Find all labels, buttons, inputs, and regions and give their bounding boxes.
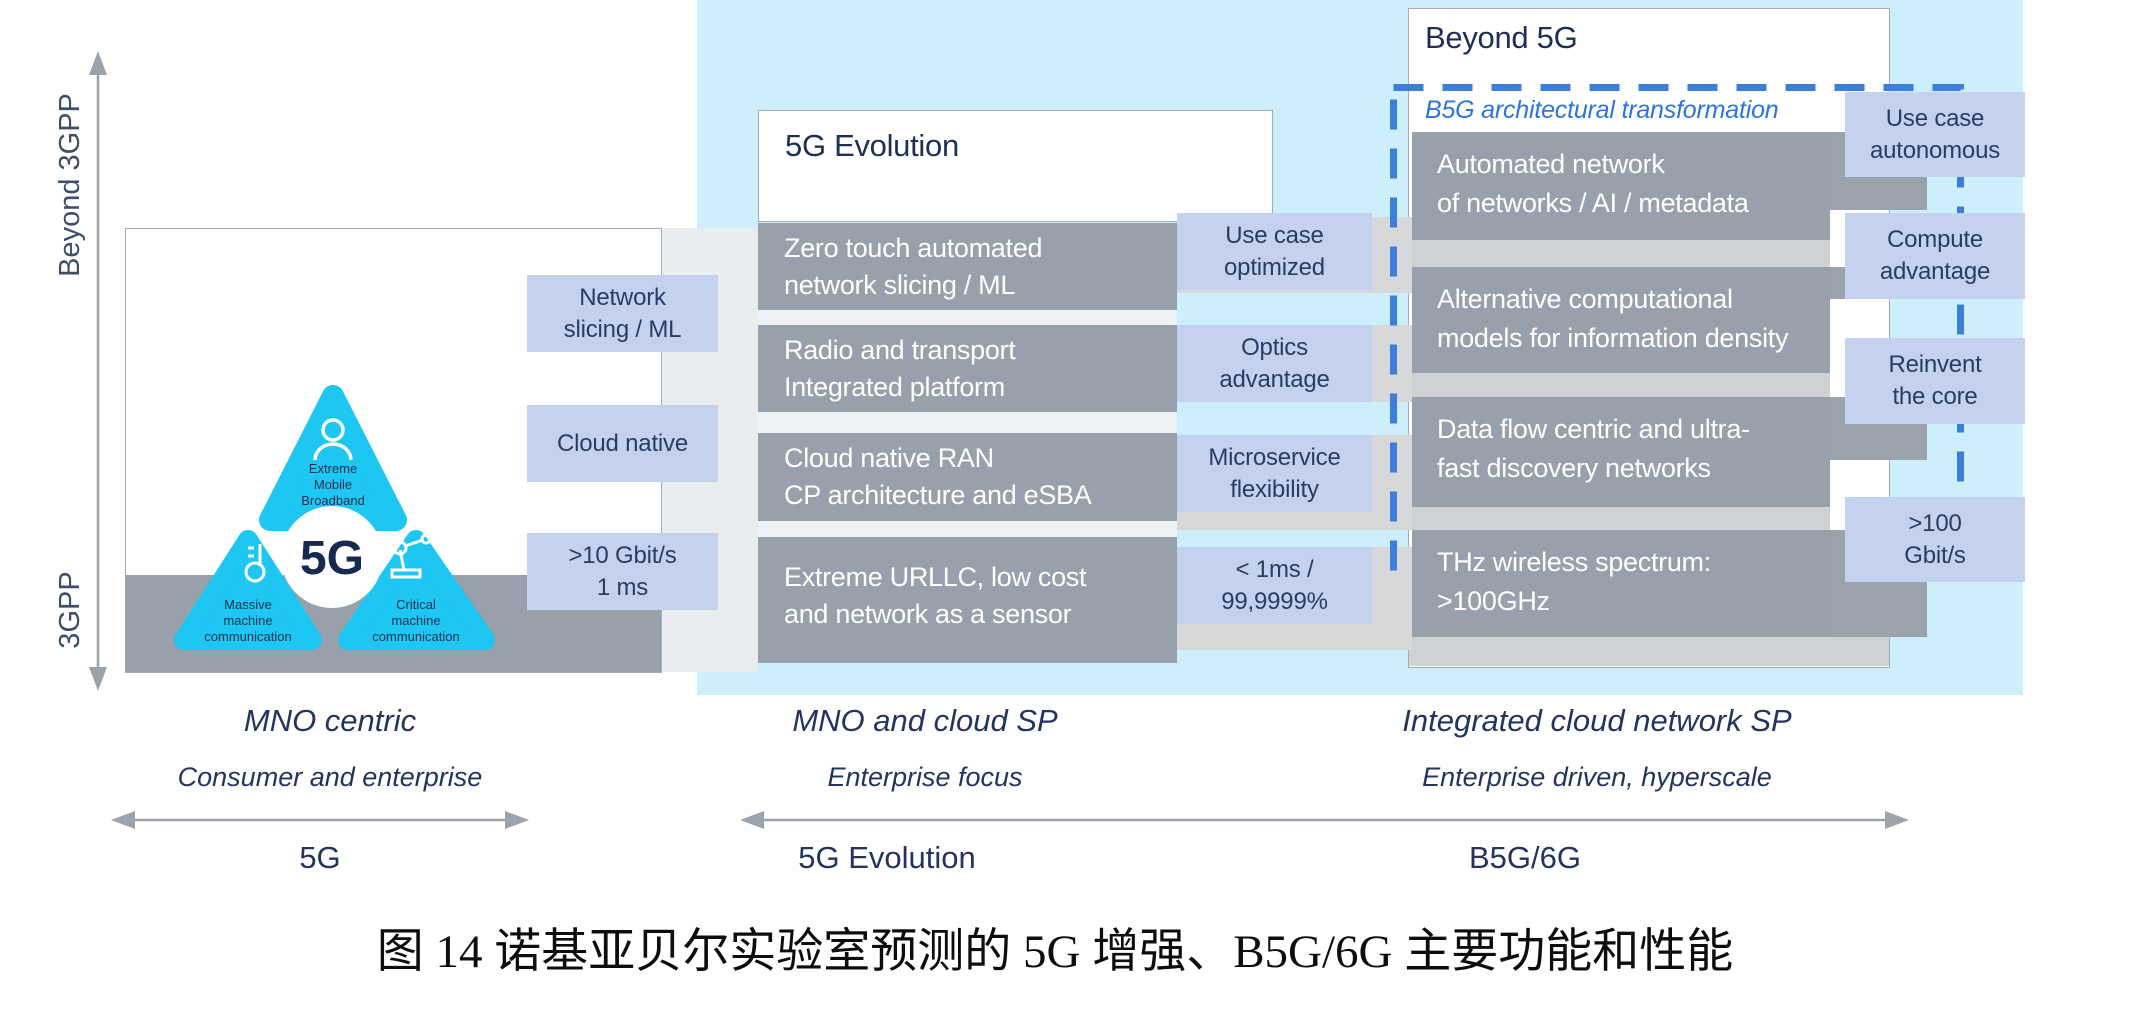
b5g-transformation-subtitle: B5G architectural transformation [1425, 96, 1779, 124]
5g-evolution-header-box: 5G Evolution [758, 110, 1273, 222]
5g-center-label: 5G [300, 532, 364, 585]
5g-center-circle [281, 506, 383, 608]
axis-arrowhead-up [89, 51, 107, 75]
mmc-label-line2: machine [223, 613, 272, 628]
label-optics-advantage: Optics advantage [1177, 325, 1372, 402]
label-network-slicing: Network slicing / ML [527, 275, 718, 352]
bottom-role-mno-cloud-sp: MNO and cloud SP [792, 703, 1058, 738]
right-separator [1412, 507, 1830, 530]
beyond-5g-bottom-band [1409, 637, 1889, 666]
left-range-arrow [111, 811, 529, 829]
box-cloud-native-ran: Cloud native RAN CP architecture and eSB… [758, 433, 1177, 521]
label-10gbit: >10 Gbit/s 1 ms [527, 533, 718, 610]
robot-arm-icon [390, 533, 432, 579]
label-compute-advantage: Compute advantage [1845, 213, 2025, 299]
right-range-arrow [740, 811, 1909, 829]
5g-evolution-title: 5G Evolution [785, 128, 959, 163]
label-1ms-availability: < 1ms / 99,9999% [1177, 547, 1372, 624]
bottom-range-arrows [111, 811, 1909, 829]
label-reinvent-the-core: Reinvent the core [1845, 338, 2025, 424]
box-thz-spectrum: THz wireless spectrum: >100GHz [1412, 530, 1830, 637]
bottom-focus-enterprise-focus: Enterprise focus [827, 762, 1023, 792]
label-use-case-optimized: Use case optimized [1177, 213, 1372, 290]
cmc-label-line2: machine [391, 613, 440, 628]
mmc-triangle [174, 530, 322, 650]
mmc-label-line1: Massive [224, 597, 272, 612]
mid-separator [758, 521, 1177, 537]
bottom-era-5g-evolution: 5G Evolution [798, 840, 976, 875]
thermometer-icon [244, 544, 266, 583]
mmc-label-line3: communication [204, 629, 291, 644]
label-100gbit: >100 Gbit/s [1845, 497, 2025, 582]
bottom-focus-consumer-enterprise: Consumer and enterprise [177, 762, 483, 792]
box-automated-network: Automated network of networks / AI / met… [1412, 132, 1830, 240]
label-use-case-autonomous: Use case autonomous [1845, 92, 2025, 177]
vertical-axis-arrow [89, 51, 107, 691]
right-separator [1412, 373, 1830, 397]
figure-caption: 图 14 诺基亚贝尔实验室预测的 5G 增强、B5G/6G 主要功能和性能 [376, 926, 1734, 978]
embb-label-line3: Broadband [301, 493, 365, 508]
5g-triangle-group: 5G Extreme Mobile Broadband Massive mach… [174, 385, 495, 650]
box-data-flow-centric: Data flow centric and ultra- fast discov… [1412, 397, 1830, 507]
box-zero-touch: Zero touch automated network slicing / M… [758, 223, 1177, 310]
bottom-era-b5g-6g: B5G/6G [1469, 840, 1581, 875]
right-separator [1412, 240, 1830, 267]
cmc-label-line3: communication [372, 629, 459, 644]
beyond-5g-title: Beyond 5G [1425, 20, 1578, 55]
box-radio-transport: Radio and transport Integrated platform [758, 325, 1177, 412]
label-microservice-flexibility: Microservice flexibility [1177, 435, 1372, 512]
bottom-era-5g: 5G [299, 840, 341, 875]
person-icon [313, 418, 353, 461]
bottom-role-integrated-cloud-sp: Integrated cloud network SP [1402, 703, 1792, 738]
box-alternative-computational: Alternative computational models for inf… [1412, 267, 1830, 373]
cmc-triangle [338, 530, 495, 650]
box-extreme-urllc: Extreme URLLC, low cost and network as a… [758, 537, 1177, 663]
axis-arrowhead-down [89, 667, 107, 691]
mid-separator [758, 310, 1177, 325]
embb-label-line2: Mobile [314, 477, 352, 492]
label-cloud-native: Cloud native [527, 405, 718, 482]
mid-separator [758, 412, 1177, 433]
cmc-label-line1: Critical [396, 597, 436, 612]
bottom-role-mno-centric: MNO centric [243, 703, 417, 738]
bottom-focus-enterprise-hyperscale: Enterprise driven, hyperscale [1422, 762, 1772, 792]
embb-label-line1: Extreme [309, 461, 357, 476]
